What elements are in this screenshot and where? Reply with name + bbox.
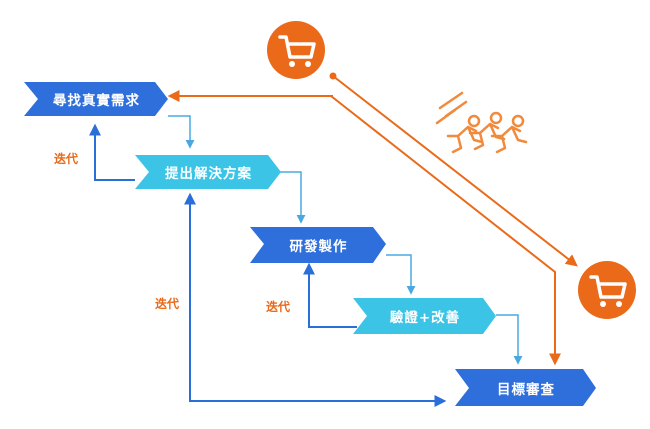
step-flag-build <box>250 227 386 263</box>
step-label-build: 研發製作 <box>289 239 348 255</box>
iteration-label: 迭代 <box>266 300 291 314</box>
step-flag-review <box>455 369 596 406</box>
step-label-propose: 提出解決方案 <box>165 166 252 182</box>
shopping-cart-icon <box>578 261 636 319</box>
connector-build-to-verify <box>386 254 416 295</box>
step-flag-propose <box>135 155 281 189</box>
iteration-loop-2 <box>303 262 357 328</box>
runners-icon <box>435 91 528 154</box>
shopping-cart-icon <box>267 21 325 79</box>
step-flag-find-needs <box>24 82 168 116</box>
orange-diagonal-to-cart <box>332 75 578 267</box>
iteration-loop-1 <box>89 123 135 181</box>
step-flag-verify <box>353 298 496 334</box>
iteration-label: 迭代 <box>54 152 79 166</box>
iteration-label: 迭代 <box>155 297 180 311</box>
step-label-review: 目標審查 <box>497 381 555 398</box>
orange-line-dot <box>329 72 337 80</box>
connector-verify-to-review <box>496 314 523 365</box>
connector-find-to-propose <box>168 115 195 149</box>
step-label-verify: 驗證+改善 <box>389 310 461 326</box>
iteration-long-path <box>184 192 447 407</box>
connector-propose-to-build <box>280 171 306 224</box>
step-label-find-needs: 尋找真實需求 <box>53 93 140 109</box>
orange-line-to-review <box>330 95 561 366</box>
